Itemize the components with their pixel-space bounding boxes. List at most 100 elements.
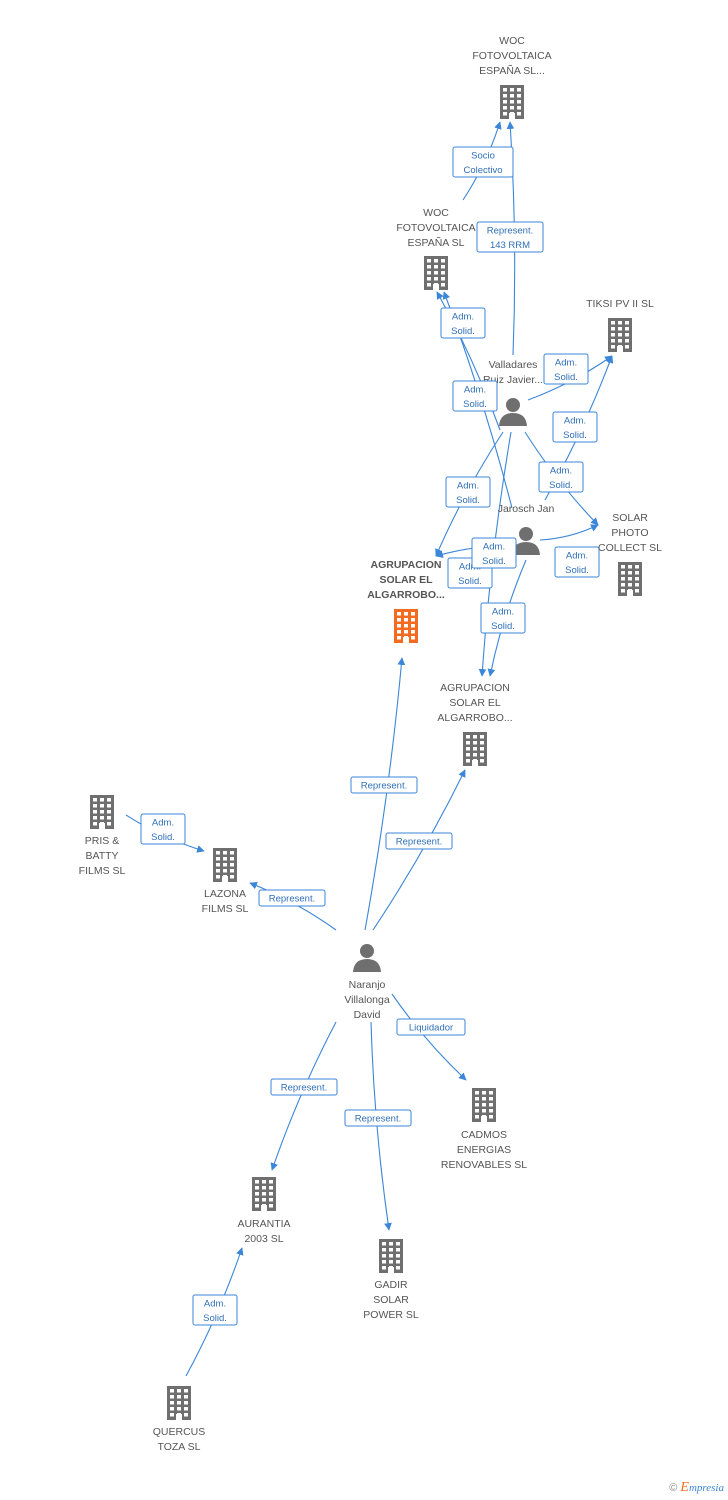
node-lazona[interactable]: LAZONA FILMS SL [202, 848, 249, 915]
node-label: ENERGIAS [457, 1144, 511, 1156]
edge-label-text: Solid. [563, 430, 587, 441]
edge-label-text: Liquidador [409, 1023, 453, 1034]
edge-label-naranjo-lazona[interactable]: Represent. [258, 889, 326, 907]
building-icon [90, 795, 114, 829]
node-label: Valladares [489, 359, 538, 371]
copyright-symbol: © [669, 1482, 678, 1494]
edge-label-jarosch-solarphoto[interactable]: Adm.Solid. [554, 546, 600, 578]
building-icon [472, 1088, 496, 1122]
edge-line-naranjo-agrupmain [364, 657, 406, 931]
edge-label-valladares-solarphoto[interactable]: Adm.Solid. [538, 461, 584, 493]
edge-label-naranjo-gadir[interactable]: Represent. [344, 1109, 412, 1127]
edge-label-valladares-agrupmain[interactable]: Adm. Solid. [445, 476, 491, 508]
edge-label-text: Adm. [452, 312, 474, 323]
brand-initial: E [680, 1480, 689, 1495]
edge-label-text: Represent. [396, 837, 442, 848]
edge-label-text: Adm. [457, 481, 479, 492]
node-label: POWER SL [363, 1309, 419, 1321]
edge-label-text: Solid. [554, 372, 578, 383]
edge-label-valladares-tiksi[interactable]: Adm. Solid. [543, 353, 589, 385]
person-icon [353, 944, 381, 972]
edge-label-text: Solid. [458, 576, 482, 587]
edge-label-jarosch-tiksi[interactable]: Adm. Solid. [552, 411, 598, 443]
building-icon [424, 256, 448, 290]
edge-label-text: Solid. [482, 556, 506, 567]
node-label: TOZA SL [158, 1441, 201, 1453]
node-label: BATTY [85, 850, 118, 862]
edge-label-naranjo-aurantia[interactable]: Represent. [270, 1078, 338, 1096]
edge-label-quercus-aurantia[interactable]: Adm.Solid. [192, 1294, 238, 1326]
node-label: FILMS SL [202, 903, 249, 915]
edge-label-valladares-woc1[interactable]: Represent. 143 RRM [476, 221, 544, 253]
node-label: David [354, 1009, 381, 1021]
node-tiksi[interactable]: TIKSI PV II SL [586, 298, 654, 352]
edge-label-naranjo-agrup2[interactable]: Represent. [385, 832, 453, 850]
edge-label-text: Solid. [456, 495, 480, 506]
edge-label-valladares-agrup2[interactable]: Adm. Solid. [471, 537, 517, 569]
node-label: RENOVABLES SL [441, 1159, 527, 1171]
person-icon [499, 398, 527, 426]
edge-label-text: Colectivo [463, 165, 502, 176]
footer-brand: © Empresia [669, 1480, 724, 1496]
edge-line-valladares-woc2 [436, 291, 501, 431]
edge-label-text: Adm. [564, 416, 586, 427]
node-label: WOC [423, 207, 449, 219]
node-label: ESPAÑA SL... [479, 64, 545, 77]
edge-label-text: Adm. [459, 562, 481, 573]
edge-label-text: Solid. [491, 621, 515, 632]
edge-label-jarosch-woc2[interactable]: Adm.Solid. [452, 380, 498, 412]
edge-line-jarosch-solarphoto [539, 524, 599, 541]
node-label: AURANTIA [237, 1218, 290, 1230]
node-label: FILMS SL [79, 865, 126, 877]
edge-line-naranjo-agrup2 [372, 769, 466, 931]
node-label: ALGARROBO... [437, 712, 512, 724]
edge-label-text: Represent. [361, 781, 407, 792]
node-label: SOLAR [373, 1294, 409, 1306]
node-cadmos[interactable]: CADMOS ENERGIAS RENOVABLES SL [441, 1088, 527, 1171]
edge-label-naranjo-agrupmain[interactable]: Represent. [350, 776, 418, 794]
node-label: SOLAR [612, 512, 648, 524]
edges-layer [125, 121, 614, 1377]
node-jarosch[interactable]: Jarosch Jan [498, 503, 555, 555]
node-label: FOTOVOLTAICA [472, 50, 551, 62]
edge-label-text: Adm. [566, 551, 588, 562]
node-label: Ruiz Javier... [483, 374, 543, 386]
node-label: FOTOVOLTAICA [396, 222, 475, 234]
edge-label-pris-lazona[interactable]: Adm.Solid. [140, 813, 186, 845]
edge-label-jarosch-agrup2[interactable]: Adm.Solid. [480, 602, 526, 634]
building-icon [213, 848, 237, 882]
edge-label-valladares-woc2[interactable]: Adm.Solid. [440, 307, 486, 339]
node-label: PHOTO [611, 527, 648, 539]
edge-label-text: 143 RRM [490, 240, 530, 251]
node-label: CADMOS [461, 1129, 507, 1141]
person-icon [512, 527, 540, 555]
building-icon [463, 732, 487, 766]
edge-line-naranjo-aurantia [270, 1021, 337, 1171]
building-icon [394, 609, 418, 643]
edge-label-text: Socio [471, 151, 495, 162]
node-label: LAZONA [204, 888, 246, 900]
edge-label-text: Adm. [555, 358, 577, 369]
edge-label-naranjo-cadmos[interactable]: Liquidador [396, 1018, 466, 1036]
building-icon [618, 562, 642, 596]
edge-label-text: Represent. [269, 894, 315, 905]
edge-label-text: Adm. [483, 542, 505, 553]
node-label: ALGARROBO... [367, 589, 445, 601]
edge-label-text: Represent. [487, 226, 533, 237]
edge-label-text: Solid. [203, 1313, 227, 1324]
node-label: Villalonga [344, 994, 390, 1006]
